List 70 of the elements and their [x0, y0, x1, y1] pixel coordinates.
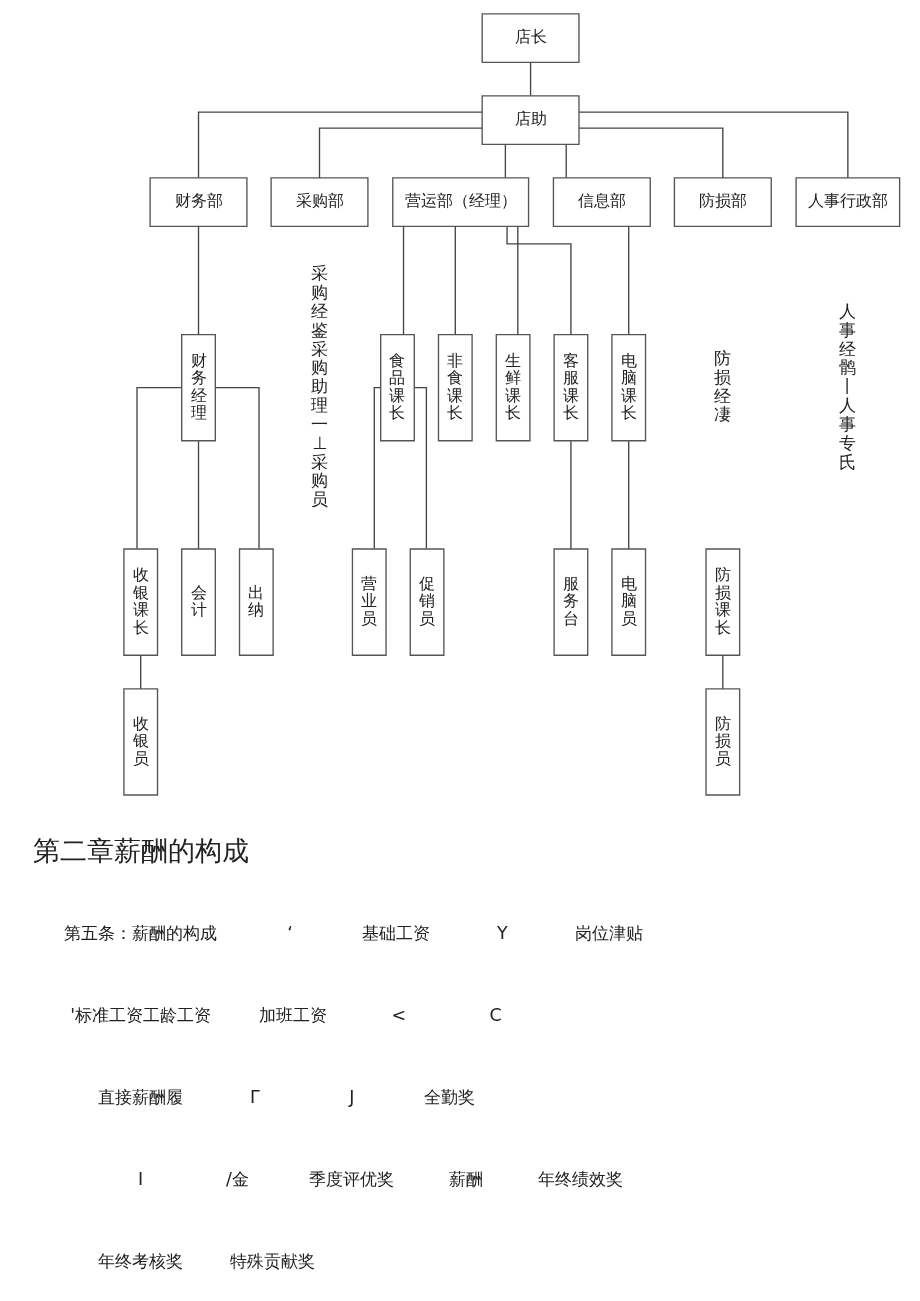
- connector: [197, 111, 483, 179]
- node-box: 食品课长: [380, 333, 415, 442]
- label: 岗位津贴: [574, 923, 643, 944]
- label: 薪酬: [449, 1169, 484, 1190]
- label: 年终考核奖: [98, 1251, 184, 1272]
- label: 基础工资: [362, 923, 431, 944]
- node-box: 人事行政部: [795, 177, 901, 227]
- node-label: 采购经鉴采购助理一⊥采购员: [311, 263, 329, 510]
- label: '标准工资工龄工资: [70, 1005, 212, 1026]
- node-box: 收银员: [123, 688, 159, 796]
- connector: [413, 387, 428, 550]
- connector: [504, 144, 507, 179]
- node-box: 电脑课长: [611, 333, 647, 442]
- label: /金: [226, 1169, 249, 1190]
- connector: [402, 225, 405, 336]
- label: 全勤奖: [424, 1087, 476, 1108]
- label: 第五条：薪酬的构成: [64, 923, 218, 944]
- connector: [506, 225, 572, 336]
- connector: [578, 127, 724, 179]
- label: 季度评优奖: [309, 1169, 395, 1190]
- label: 第二章薪酬的构成: [32, 834, 249, 866]
- node-box: 财务经理: [181, 333, 216, 442]
- connector: [529, 62, 532, 97]
- connector: [570, 440, 572, 550]
- label: I: [138, 1169, 144, 1190]
- label: Γ: [250, 1087, 260, 1108]
- node-box: 店助: [481, 95, 580, 145]
- label: 直接薪酬履: [98, 1087, 184, 1108]
- node-box: 收银课长: [123, 548, 159, 656]
- node-box: 防损课长: [705, 548, 741, 656]
- connector: [136, 387, 183, 550]
- connector: [197, 440, 200, 550]
- connector: [197, 225, 200, 336]
- node-box: 防损员: [705, 688, 741, 796]
- connector: [215, 387, 260, 550]
- label: 年终绩效奖: [537, 1169, 623, 1190]
- label: <: [391, 1005, 407, 1026]
- label: Y: [497, 923, 508, 944]
- connector: [318, 127, 483, 179]
- node-box: 会计: [181, 548, 216, 656]
- node-box: 电脑员: [611, 548, 647, 656]
- node-box: 生鲜课长: [495, 333, 531, 442]
- node-box: 客服课长: [553, 333, 589, 442]
- node-box: 非食课长: [437, 333, 473, 442]
- label: 加班工资: [258, 1005, 327, 1026]
- connector: [373, 387, 382, 550]
- connector: [517, 225, 519, 336]
- label: J: [349, 1087, 355, 1108]
- connector: [140, 654, 142, 690]
- node-box: 出纳: [238, 548, 274, 656]
- connector: [628, 440, 630, 550]
- label: ‘: [287, 923, 293, 944]
- connector: [578, 111, 849, 179]
- node-box: 财务部: [149, 177, 248, 227]
- label: 特殊贡献奖: [229, 1251, 315, 1272]
- node-box: 采购部: [270, 177, 369, 227]
- label: 防损经凄: [714, 348, 732, 425]
- node-box: 营运部（经理）: [392, 177, 530, 227]
- label: 人事经鹘丨人事专氏: [839, 300, 857, 472]
- connector: [454, 225, 456, 336]
- connector: [628, 225, 630, 336]
- node-box: 促销员: [409, 548, 445, 656]
- connector: [722, 654, 724, 690]
- node-box: 防损部: [673, 177, 772, 227]
- node-box: 店长: [481, 13, 580, 63]
- connector: [565, 144, 567, 179]
- node-box: 服务台: [553, 548, 589, 656]
- node-box: 信息部: [552, 177, 651, 227]
- label: C: [489, 1005, 502, 1026]
- node-box: 营业员: [351, 548, 387, 656]
